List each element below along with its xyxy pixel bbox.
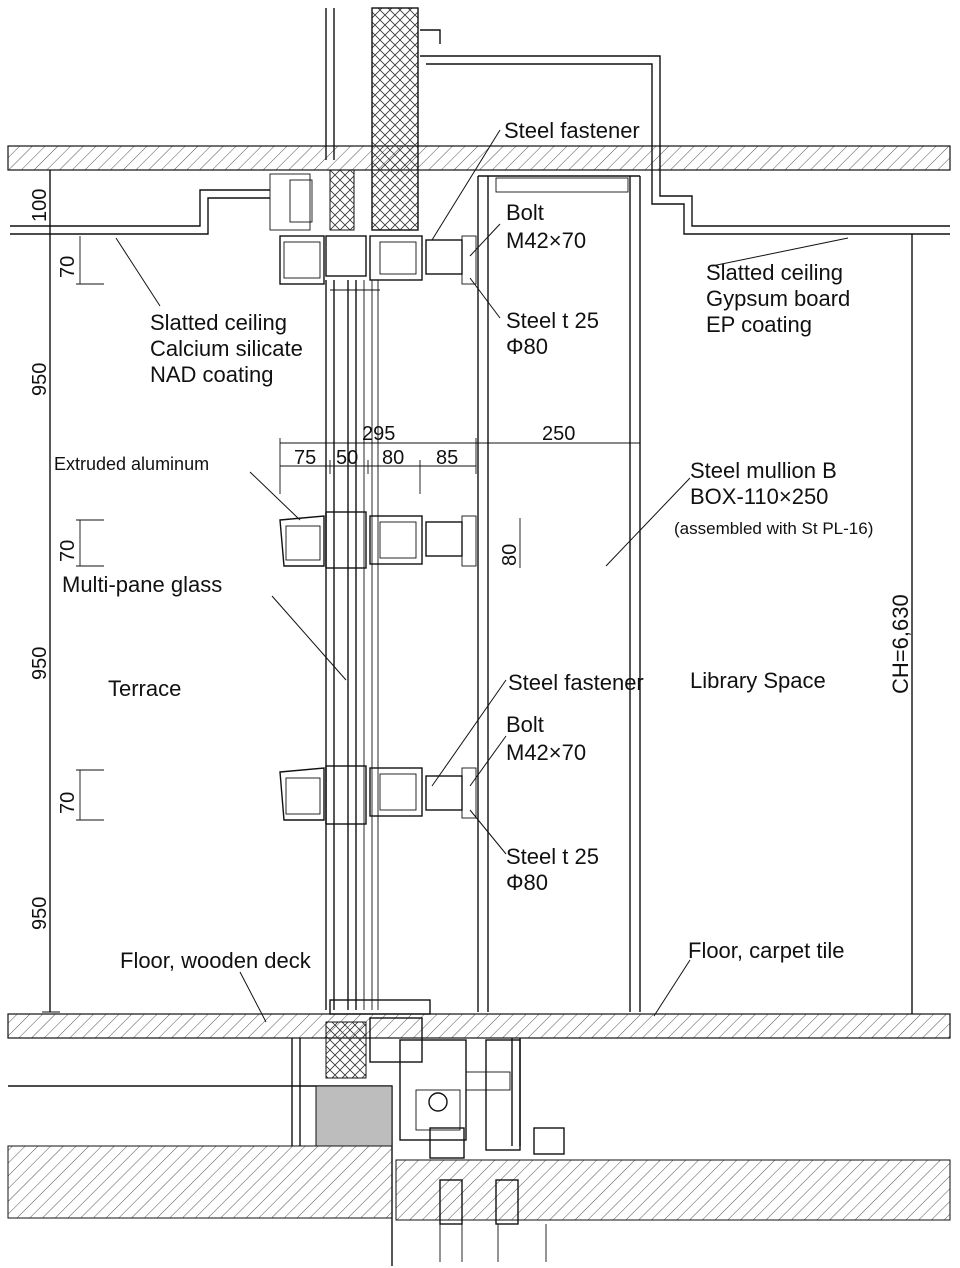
label-terrace: Terrace	[108, 676, 181, 701]
label-bolt-spec-top: M42×70	[506, 228, 586, 253]
label-steel-fastener-mid: Steel fastener	[508, 670, 644, 695]
leader-lines	[115, 129, 849, 1023]
label-floor-right: Floor, carpet tile	[688, 938, 845, 963]
label-ceiling-height: CH=6,630	[888, 594, 913, 694]
dim-80-h: 80	[382, 447, 404, 469]
roof-slab	[7, 145, 951, 171]
dim-950-c: 950	[29, 897, 51, 930]
transom-lower	[279, 765, 477, 825]
label-steel-dia-mid: Φ80	[506, 870, 548, 895]
label-steel-mullion-2: BOX-110×250	[690, 484, 828, 509]
dim-950-a: 950	[29, 363, 51, 396]
parapet-outline	[420, 29, 950, 235]
dim-950-b: 950	[29, 647, 51, 680]
label-slatted-left-1: Slatted ceiling	[150, 310, 287, 335]
dim-85: 85	[436, 447, 458, 469]
dim-50: 50	[336, 447, 358, 469]
horizontal-dimension-lines	[279, 438, 641, 568]
label-steel-mullion-3: (assembled with St PL-16)	[674, 519, 873, 538]
dim-70-b: 70	[57, 540, 79, 562]
glazing-lines	[325, 280, 379, 1010]
label-bolt-mid: Bolt	[506, 712, 544, 737]
label-steel-dia-top: Φ80	[506, 334, 548, 359]
label-steel-plate-top: Steel t 25	[506, 308, 599, 333]
floor-slab	[7, 1013, 951, 1266]
dim-100: 100	[29, 189, 51, 222]
transom-top	[279, 169, 477, 291]
label-slatted-right-3: EP coating	[706, 312, 812, 337]
dim-250: 250	[542, 423, 575, 445]
label-slatted-right-2: Gypsum board	[706, 286, 850, 311]
dim-70-c: 70	[57, 792, 79, 814]
steel-mullion	[477, 175, 641, 1012]
label-floor-left: Floor, wooden deck	[120, 948, 312, 973]
label-multi-pane-glass: Multi-pane glass	[62, 572, 222, 597]
label-steel-fastener-top: Steel fastener	[504, 118, 640, 143]
label-slatted-left-3: NAD coating	[150, 362, 274, 387]
ceiling-height-dimension	[904, 233, 920, 1015]
label-bolt-top: Bolt	[506, 200, 544, 225]
dim-80-v: 80	[499, 544, 521, 566]
floor-brackets	[291, 999, 565, 1262]
label-extruded-aluminum: Extruded aluminum	[54, 454, 209, 474]
label-bolt-spec-mid: M42×70	[506, 740, 586, 765]
label-steel-mullion-1: Steel mullion B	[690, 458, 837, 483]
upper-wall-panel	[325, 7, 419, 231]
label-steel-plate-mid: Steel t 25	[506, 844, 599, 869]
dim-70-a: 70	[57, 256, 79, 278]
left-dimension-lines	[42, 169, 104, 1013]
label-slatted-left-2: Calcium silicate	[150, 336, 303, 361]
label-slatted-right-1: Slatted ceiling	[706, 260, 843, 285]
dim-295: 295	[362, 423, 395, 445]
left-soffit	[10, 173, 313, 235]
label-library-space: Library Space	[690, 668, 826, 693]
annotations: Steel fastener Bolt M42×70 Steel t 25 Φ8…	[29, 118, 913, 973]
transom-upper	[279, 511, 477, 569]
dim-75: 75	[294, 447, 316, 469]
